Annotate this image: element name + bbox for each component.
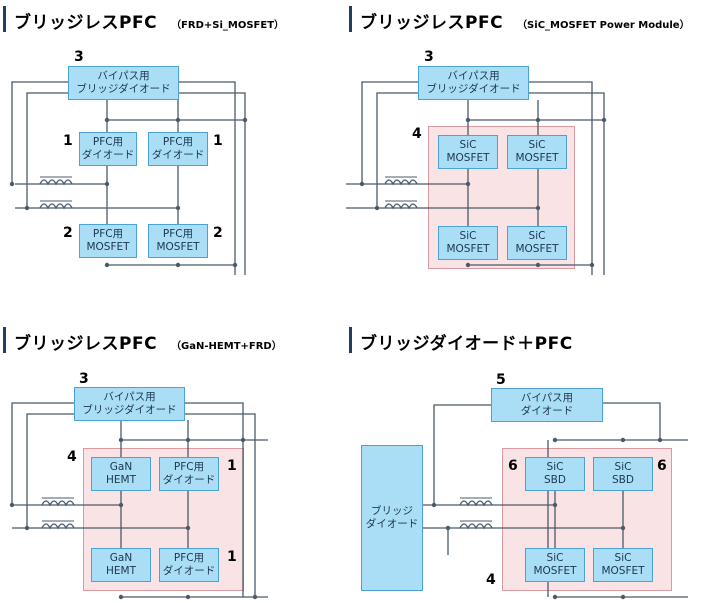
component-label: SBD	[544, 474, 566, 486]
callout-number: 3	[424, 49, 434, 65]
callout-number: 4	[67, 449, 77, 465]
bypass-bridge-diode: バイパス用 ブリッジダイオード	[418, 66, 529, 100]
component-label: GaN	[109, 552, 133, 564]
pfc-mosfet: PFC用 MOSFET	[148, 224, 208, 258]
sic-mosfet: SiC MOSFET	[507, 135, 567, 169]
sic-sbd: SiC SBD	[593, 457, 653, 491]
component-label: PFC用	[162, 228, 194, 240]
subtitle-text: （FRD+Si_MOSFET）	[171, 20, 285, 31]
callout-number: 3	[74, 49, 84, 65]
bypass-bridge-diode: バイパス用 ブリッジダイオード	[68, 66, 179, 100]
callout-number: 1	[213, 133, 223, 149]
title-bar-bl	[3, 327, 6, 353]
component-label: SiC	[546, 461, 564, 473]
component-label: SBD	[612, 474, 634, 486]
subtitle-text: （GaN-HEMT+FRD）	[171, 341, 282, 352]
component-label: SiC	[528, 230, 546, 242]
component-label: ダイオード	[365, 518, 419, 530]
component-label: ブリッジダイオード	[76, 83, 171, 95]
title-text: ブリッジダイオード＋PFC	[360, 334, 573, 354]
callout-number: 4	[412, 126, 422, 142]
callout-number: 2	[63, 225, 73, 241]
component-label: ダイオード	[151, 149, 205, 161]
component-label: SiC	[614, 552, 632, 564]
component-label: MOSFET	[446, 243, 490, 255]
component-label: SiC	[614, 461, 632, 473]
component-label: バイパス用	[447, 70, 500, 82]
component-label: PFC用	[173, 552, 205, 564]
sic-mosfet: SiC MOSFET	[507, 226, 567, 260]
component-label: GaN	[109, 461, 133, 473]
component-label: MOSFET	[533, 565, 577, 577]
component-label: SiC	[459, 230, 477, 242]
panel-title-br: ブリッジダイオード＋PFC	[360, 329, 573, 354]
component-label: ダイオード	[162, 474, 216, 486]
gan-hemt: GaN HEMT	[91, 457, 151, 491]
component-label: ダイオード	[81, 149, 135, 161]
pfc-diode: PFC用 ダイオード	[79, 132, 137, 166]
subtitle-text: （SiC_MOSFET Power Module）	[517, 20, 690, 31]
pfc-diode: PFC用 ダイオード	[159, 548, 219, 582]
component-label: PFC用	[162, 136, 194, 148]
component-label: ブリッジダイオード	[82, 404, 177, 416]
component-label: MOSFET	[156, 241, 200, 253]
component-label: PFC用	[92, 228, 124, 240]
title-text: ブリッジレスPFC	[14, 13, 158, 33]
callout-number: 3	[79, 371, 89, 387]
title-bar-tr	[349, 6, 352, 32]
component-label: MOSFET	[446, 152, 490, 164]
callout-number: 1	[227, 549, 237, 565]
title-bar-tl	[3, 6, 6, 32]
component-label: ダイオード	[520, 405, 574, 417]
component-label: バイパス用	[520, 392, 574, 404]
component-label: MOSFET	[515, 152, 559, 164]
panel-title-bl: ブリッジレスPFC （GaN-HEMT+FRD）	[14, 329, 282, 354]
component-label: MOSFET	[515, 243, 559, 255]
callout-number: 6	[657, 458, 667, 474]
callout-number: 1	[227, 458, 237, 474]
pfc-mosfet: PFC用 MOSFET	[79, 224, 137, 258]
sic-mosfet: SiC MOSFET	[593, 548, 653, 582]
bridge-diode: ブリッジ ダイオード	[361, 445, 423, 591]
bypass-diode: バイパス用 ダイオード	[491, 388, 603, 422]
title-text: ブリッジレスPFC	[360, 13, 504, 33]
component-label: バイパス用	[97, 70, 150, 82]
pfc-diode: PFC用 ダイオード	[159, 457, 219, 491]
component-label: MOSFET	[601, 565, 645, 577]
panel-title-tr: ブリッジレスPFC （SiC_MOSFET Power Module）	[360, 8, 690, 33]
callout-number: 5	[496, 372, 506, 388]
component-label: HEMT	[105, 565, 136, 577]
component-label: PFC用	[92, 136, 124, 148]
component-label: ブリッジ	[371, 505, 413, 517]
sic-mosfet: SiC MOSFET	[438, 135, 498, 169]
panel-title-tl: ブリッジレスPFC （FRD+Si_MOSFET）	[14, 8, 284, 33]
component-label: SiC	[528, 139, 546, 151]
component-label: MOSFET	[86, 241, 130, 253]
callout-number: 4	[486, 572, 496, 588]
gan-hemt: GaN HEMT	[91, 548, 151, 582]
component-label: バイパス用	[103, 391, 156, 403]
component-label: ブリッジダイオード	[426, 83, 521, 95]
callout-number: 6	[508, 458, 518, 474]
component-label: SiC	[459, 139, 477, 151]
title-bar-br	[349, 327, 352, 353]
component-label: HEMT	[105, 474, 136, 486]
bypass-bridge-diode: バイパス用 ブリッジダイオード	[74, 387, 185, 421]
sic-sbd: SiC SBD	[525, 457, 585, 491]
component-label: SiC	[546, 552, 564, 564]
sic-mosfet: SiC MOSFET	[525, 548, 585, 582]
sic-mosfet: SiC MOSFET	[438, 226, 498, 260]
callout-number: 1	[63, 133, 73, 149]
title-text: ブリッジレスPFC	[14, 334, 158, 354]
pfc-diode: PFC用 ダイオード	[148, 132, 208, 166]
callout-number: 2	[213, 225, 223, 241]
component-label: PFC用	[173, 461, 205, 473]
component-label: ダイオード	[162, 565, 216, 577]
